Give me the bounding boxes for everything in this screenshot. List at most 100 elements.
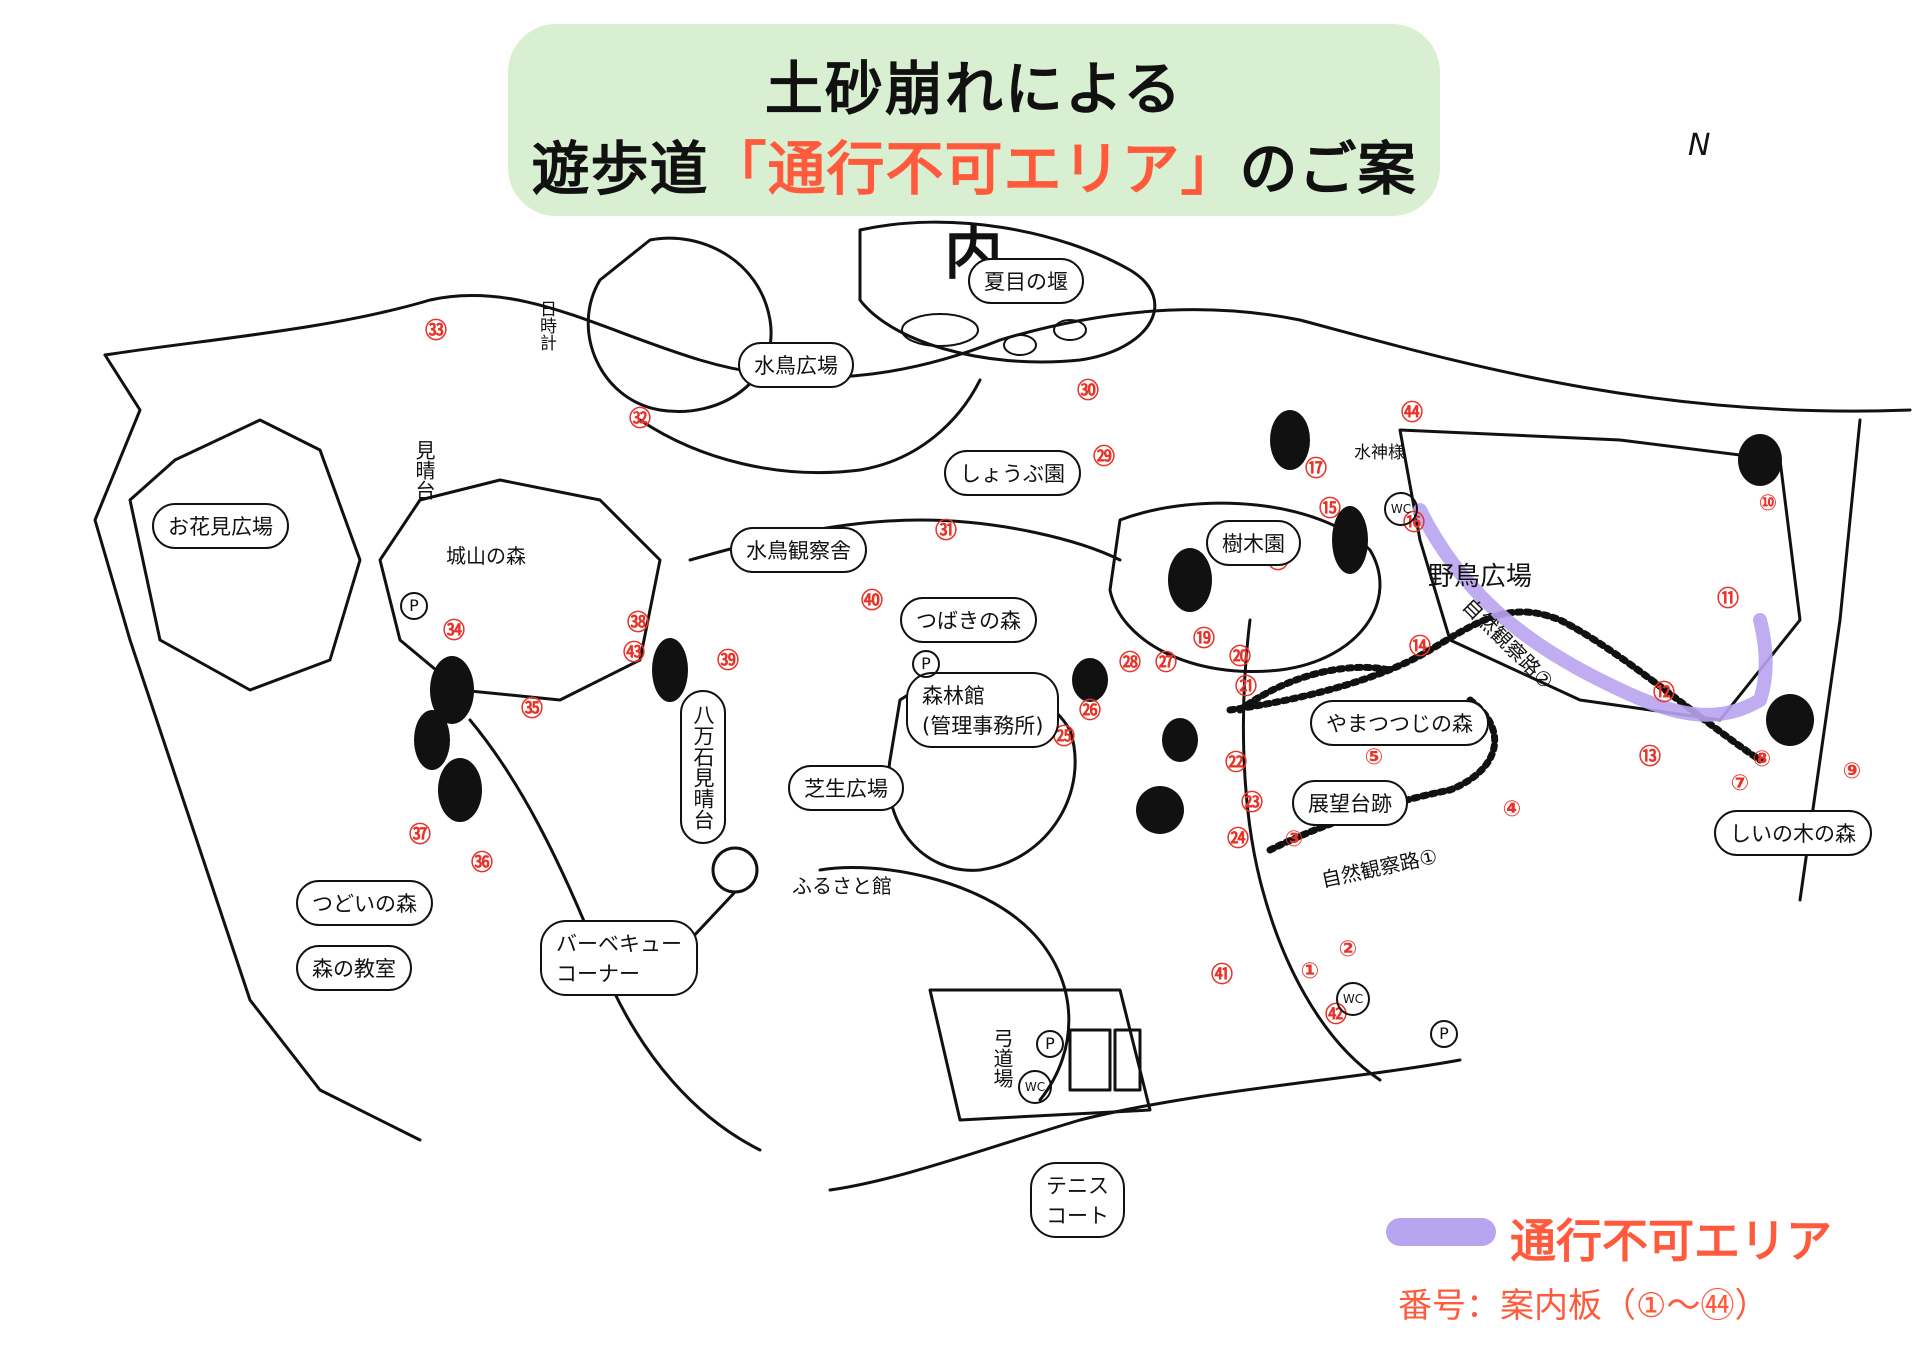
label-kyoshitsu: 森の教室	[296, 945, 412, 991]
label-nichijikei: 日時計	[536, 300, 556, 351]
title-suffix: のご案内	[944, 135, 1417, 287]
duck	[1053, 319, 1087, 341]
guide-marker-31: ㉛	[935, 518, 957, 544]
tree	[1168, 548, 1212, 612]
tennis-zone	[928, 988, 1152, 1122]
legend-closed-label: 通行不可エリア	[1510, 1214, 1832, 1268]
guide-marker-5: ⑤	[1365, 745, 1384, 770]
guide-marker-15: ⑮	[1319, 496, 1341, 522]
wc-icon: WC	[1018, 1070, 1052, 1104]
label-yamatsutsuji: やまつつじの森	[1310, 700, 1489, 746]
observation-path	[1236, 663, 1394, 714]
guide-marker-37: ㊲	[409, 822, 431, 848]
tennis-line-2: コート	[1046, 1204, 1109, 1228]
guide-marker-28: ㉘	[1119, 650, 1141, 676]
north-indicator: N	[1688, 128, 1711, 163]
duck	[1003, 334, 1037, 356]
shiroyama-zone	[378, 478, 662, 702]
guide-marker-40: ㊵	[861, 588, 883, 614]
pond-outline	[858, 220, 1157, 364]
legend-numbers-label: 番号：案内板（①〜㊹）	[1398, 1286, 1769, 1326]
mizudori-zone	[586, 236, 773, 413]
label-hachiman: 八万石見晴台	[680, 690, 726, 844]
guide-marker-30: ㉚	[1077, 378, 1099, 404]
duck	[901, 313, 979, 347]
label-tenboudai: 展望台跡	[1292, 780, 1408, 826]
tennis-line-1: テニス	[1046, 1174, 1109, 1198]
label-mizudori-kansatsu: 水鳥観察舎	[730, 527, 867, 573]
title-banner: 土砂崩れによる 遊歩道「通行不可エリア」のご案内	[508, 24, 1440, 287]
tree	[1162, 718, 1198, 762]
guide-marker-9: ⑨	[1843, 759, 1862, 784]
label-shibafu: 芝生広場	[788, 765, 904, 811]
label-shiroyama: 城山の森	[446, 544, 526, 568]
title-prefix: 遊歩道	[531, 135, 709, 203]
guide-marker-33: ㉝	[425, 318, 447, 344]
label-miharashi: 見晴台	[412, 440, 436, 500]
label-ohanami: お花見広場	[152, 503, 289, 549]
tree	[1072, 658, 1108, 702]
guide-marker-41: ㊶	[1211, 962, 1233, 988]
guide-marker-2: ②	[1339, 937, 1358, 962]
label-tsudoi: つどいの森	[296, 880, 433, 926]
title-highlight: 「通行不可エリア」	[708, 135, 1240, 203]
guide-marker-20: ⑳	[1229, 644, 1251, 670]
label-furusato: ふるさと館	[792, 874, 892, 898]
guide-marker-24: ㉔	[1227, 826, 1249, 852]
jumokuen-zone	[1108, 501, 1382, 673]
ohanami-zone	[128, 418, 362, 692]
label-jumokuen: 樹木園	[1206, 520, 1301, 566]
tree	[1766, 694, 1814, 746]
guide-marker-26: ㉖	[1079, 698, 1101, 724]
east-road	[1241, 618, 1382, 1082]
tree	[1332, 506, 1368, 574]
tree	[438, 758, 482, 822]
guide-marker-23: ㉓	[1241, 790, 1263, 816]
guide-marker-25: ㉕	[1053, 724, 1075, 750]
guide-marker-12: ⑫	[1653, 680, 1675, 706]
park-boundary-south	[828, 1058, 1462, 1192]
legend-closed-swatch	[1386, 1218, 1496, 1246]
guide-marker-19: ⑲	[1193, 626, 1215, 652]
tree	[430, 656, 474, 724]
trees	[414, 410, 1814, 834]
label-shinrinkan: 森林館(管理事務所)	[906, 672, 1060, 748]
tennis-court-2	[1113, 1028, 1142, 1092]
tree	[414, 710, 450, 770]
guide-marker-36: ㊱	[471, 850, 493, 876]
label-shiinoki: しいの木の森	[1714, 810, 1872, 856]
tree	[1136, 786, 1184, 834]
lower-loop	[818, 866, 1071, 1102]
title-line-1: 土砂崩れによる	[764, 55, 1184, 123]
guide-marker-7: ⑦	[1731, 771, 1750, 796]
guide-marker-44: ㊹	[1401, 400, 1423, 426]
label-tennis: テニスコート	[1030, 1162, 1125, 1238]
label-mizudori-hiroba: 水鳥広場	[738, 342, 854, 388]
label-shobuen: しょうぶ園	[944, 450, 1081, 496]
shinrinkan-sub: (管理事務所)	[922, 714, 1044, 738]
guide-marker-39: ㊴	[717, 648, 739, 674]
wc-icon: WC	[1384, 492, 1418, 526]
closed-route	[1413, 503, 1773, 722]
tree	[652, 638, 688, 702]
guide-marker-27: ㉗	[1155, 650, 1177, 676]
tennis-court-1	[1068, 1028, 1112, 1092]
park-boundary-west	[93, 353, 422, 1142]
guide-marker-43: ㊸	[623, 640, 645, 666]
guide-marker-4: ④	[1503, 797, 1522, 822]
guide-marker-11: ⑪	[1717, 586, 1739, 612]
bbq-line-1: バーベキュー	[556, 932, 682, 956]
tree	[1738, 434, 1782, 486]
guide-marker-21: ㉑	[1235, 674, 1257, 700]
guide-marker-34: ㉞	[443, 618, 465, 644]
bbq-line-2: コーナー	[556, 962, 640, 986]
guide-marker-10: ⑩	[1759, 491, 1778, 516]
parking-icon: P	[1036, 1030, 1064, 1058]
title-line-2: 遊歩道「通行不可エリア」のご案内	[508, 122, 1440, 290]
wc-icon: WC	[1336, 982, 1370, 1016]
label-yachou: 野鳥広場	[1428, 562, 1533, 592]
label-bbq: バーベキューコーナー	[540, 920, 698, 996]
guide-marker-35: ㉟	[521, 696, 543, 722]
parking-icon: P	[912, 650, 940, 678]
guide-marker-13: ⑬	[1639, 744, 1661, 770]
